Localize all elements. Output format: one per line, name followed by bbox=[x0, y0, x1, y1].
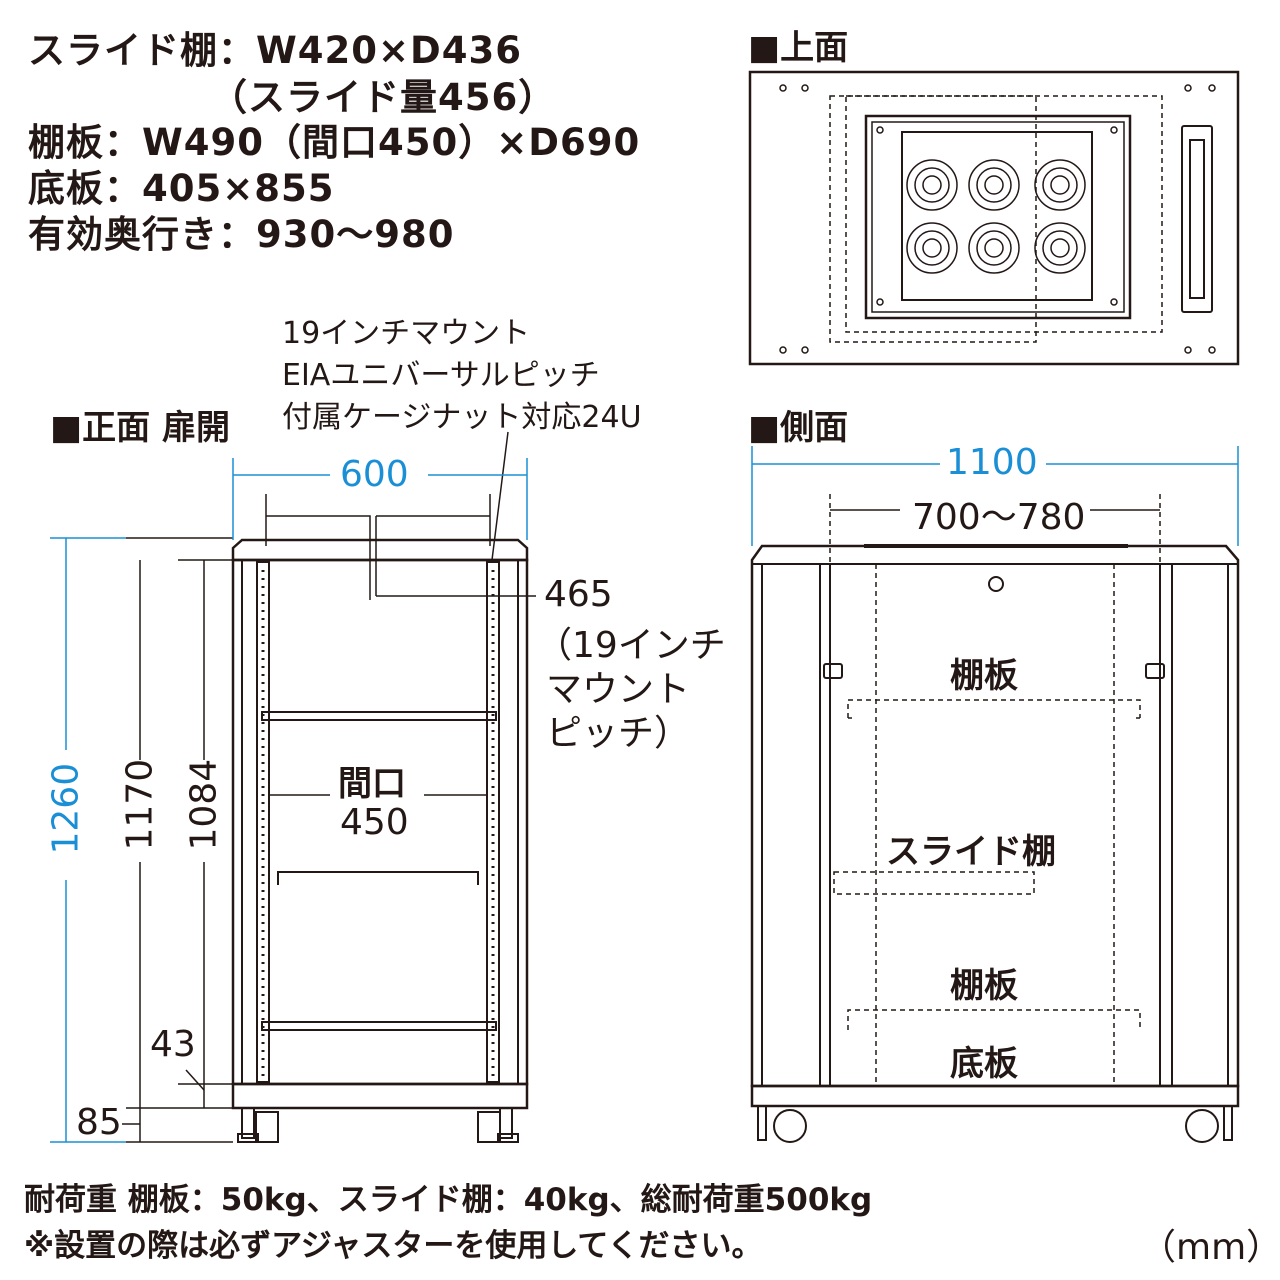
top-view-heading: ■上面 bbox=[748, 28, 849, 68]
front-width-dim: 600 bbox=[340, 454, 409, 495]
side-view-heading: ■側面 bbox=[748, 408, 849, 448]
side-shelf-top-label: 棚板 bbox=[950, 656, 1018, 696]
pitch-465-dim: 465 bbox=[544, 574, 613, 615]
spec-slide-amount: （スライド量456） bbox=[210, 76, 557, 119]
front-view-heading: ■正面 扉開 bbox=[50, 408, 230, 448]
pitch-note-2: マウント bbox=[546, 669, 691, 710]
top-view bbox=[748, 70, 1240, 366]
unit-label: （mm） bbox=[1140, 1227, 1280, 1268]
top-fans bbox=[906, 159, 1086, 274]
spec-shelf: 棚板：W490（間口450）×D690 bbox=[28, 121, 641, 164]
load-capacity-note: 耐荷重 棚板：50kg、スライド棚：40kg、総耐荷重500kg bbox=[24, 1182, 873, 1218]
side-bottom-plate-label: 底板 bbox=[950, 1044, 1018, 1084]
side-slide-shelf-label: スライド棚 bbox=[886, 832, 1056, 872]
pitch-note-3: ピッチ） bbox=[546, 713, 691, 754]
pitch-note-1: （19インチ bbox=[536, 625, 726, 666]
spec-slide-shelf: スライド棚：W420×D436 bbox=[28, 29, 522, 72]
opening-label: 間口 bbox=[338, 764, 406, 804]
side-depth-dim: 1100 bbox=[946, 442, 1038, 483]
front-body-height-dim: 1170 bbox=[119, 758, 161, 851]
front-offset-43: 43 bbox=[150, 1024, 196, 1065]
front-offset-85: 85 bbox=[76, 1102, 122, 1143]
opening-value: 450 bbox=[340, 802, 409, 843]
mount-note-line2: EIAユニバーサルピッチ bbox=[282, 358, 600, 393]
side-dims bbox=[751, 446, 1239, 564]
side-adjust-range-dim: 700〜780 bbox=[912, 497, 1086, 538]
side-view bbox=[750, 544, 1240, 1143]
front-inner-height-dim: 1084 bbox=[183, 758, 225, 851]
front-total-height-dim: 1260 bbox=[45, 762, 87, 855]
spec-effective-depth: 有効奥行き：930〜980 bbox=[28, 213, 455, 256]
caution-note: ※設置の際は必ずアジャスターを使用してください。 bbox=[24, 1228, 763, 1264]
mount-note-line3: 付属ケージナット対応24U bbox=[282, 400, 642, 435]
spec-bottom-plate: 底板：405×855 bbox=[28, 167, 335, 210]
front-blue-dims bbox=[50, 458, 528, 1143]
side-shelf-bottom-label: 棚板 bbox=[950, 966, 1018, 1006]
mount-note-line1: 19インチマウント bbox=[282, 316, 531, 351]
front-view bbox=[122, 431, 536, 1143]
